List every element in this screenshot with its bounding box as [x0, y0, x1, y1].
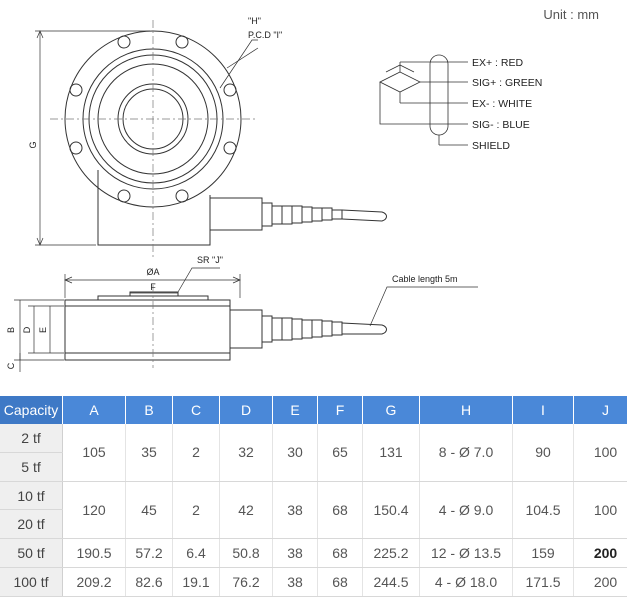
value-cell: 42: [219, 481, 273, 540]
top-view: [35, 20, 387, 260]
column-header: F: [317, 396, 363, 424]
column-header: G: [362, 396, 420, 424]
value-cell: 209.2: [62, 567, 126, 597]
value-cell: 76.2: [219, 567, 273, 597]
sr-label: SR "J": [197, 255, 223, 265]
capacity-cell: 100 tf: [0, 567, 63, 597]
a-dimension-label: ØA: [146, 267, 159, 277]
column-header: Capacity: [0, 396, 63, 424]
side-view: [14, 267, 478, 372]
b-dimension-label: B: [6, 327, 16, 333]
value-cell: 2: [172, 481, 220, 540]
capacity-cell: 10 tf: [0, 481, 63, 511]
value-cell: 100: [573, 424, 627, 482]
value-cell: 120: [62, 481, 126, 540]
column-header: E: [272, 396, 318, 424]
value-cell: 30: [272, 424, 318, 482]
hole-label: "H": [248, 16, 261, 26]
value-cell: 171.5: [512, 567, 574, 597]
capacity-cell: 50 tf: [0, 538, 63, 569]
value-cell: 35: [125, 424, 173, 482]
column-header: I: [512, 396, 574, 424]
value-cell: 200: [573, 567, 627, 597]
value-cell: 32: [219, 424, 273, 482]
value-cell: 131: [362, 424, 420, 482]
value-cell: 105: [62, 424, 126, 482]
value-cell: 68: [317, 481, 363, 540]
value-cell: 2: [172, 424, 220, 482]
value-cell: 225.2: [362, 538, 420, 569]
value-cell: 4 - Ø 18.0: [419, 567, 513, 597]
wiring-diagram: [379, 54, 468, 146]
column-header: B: [125, 396, 173, 424]
column-header: H: [419, 396, 513, 424]
value-cell: 45: [125, 481, 173, 540]
table-row: 5 tf: [0, 452, 627, 482]
table-row: 20 tf: [0, 509, 627, 540]
value-cell: 38: [272, 538, 318, 569]
wiring-label: SHIELD: [472, 140, 510, 152]
capacity-cell: 2 tf: [0, 424, 63, 453]
value-cell: 68: [317, 567, 363, 597]
value-cell: 100: [573, 481, 627, 540]
d-dimension-label: D: [22, 326, 32, 333]
g-dimension-label: G: [28, 141, 38, 148]
capacity-cell: 5 tf: [0, 452, 63, 482]
value-cell: 104.5: [512, 481, 574, 540]
wiring-label: SIG- : BLUE: [472, 119, 530, 131]
f-dimension-label: F: [150, 282, 156, 292]
e-dimension-label: E: [38, 327, 48, 333]
value-cell: 50.8: [219, 538, 273, 569]
column-header: A: [62, 396, 126, 424]
capacity-cell: 20 tf: [0, 509, 63, 540]
value-cell: 82.6: [125, 567, 173, 597]
pcd-label: P.C.D "I": [248, 30, 282, 40]
wiring-label: EX- : WHITE: [472, 98, 532, 110]
value-cell: 159: [512, 538, 574, 569]
value-cell: 150.4: [362, 481, 420, 540]
value-cell: 12 - Ø 13.5: [419, 538, 513, 569]
column-header: J: [573, 396, 627, 424]
value-cell: 244.5: [362, 567, 420, 597]
value-cell: 19.1: [172, 567, 220, 597]
value-cell: 8 - Ø 7.0: [419, 424, 513, 482]
bolt-holes: [69, 35, 237, 203]
column-header: C: [172, 396, 220, 424]
value-cell: 6.4: [172, 538, 220, 569]
value-cell: 38: [272, 567, 318, 597]
column-header: D: [219, 396, 273, 424]
value-cell: 68: [317, 538, 363, 569]
value-cell: 4 - Ø 9.0: [419, 481, 513, 540]
value-cell: 65: [317, 424, 363, 482]
value-cell: 90: [512, 424, 574, 482]
value-cell: 38: [272, 481, 318, 540]
value-cell: 190.5: [62, 538, 126, 569]
wiring-label: EX+ : RED: [472, 57, 523, 69]
value-cell: 200: [573, 538, 627, 569]
wiring-labels: EX+ : RED SIG+ : GREEN EX- : WHITE SIG- : B…: [472, 57, 542, 152]
unit-label: Unit : mm: [543, 7, 599, 22]
wiring-label: SIG+ : GREEN: [472, 77, 542, 89]
value-cell: 57.2: [125, 538, 173, 569]
c-dimension-label: C: [6, 362, 16, 369]
cable-length-label: Cable length 5m: [392, 274, 458, 284]
load-cell-drawing: "H" P.C.D "I" G ØA SR "J" F B D E C Cabl…: [6, 16, 542, 372]
